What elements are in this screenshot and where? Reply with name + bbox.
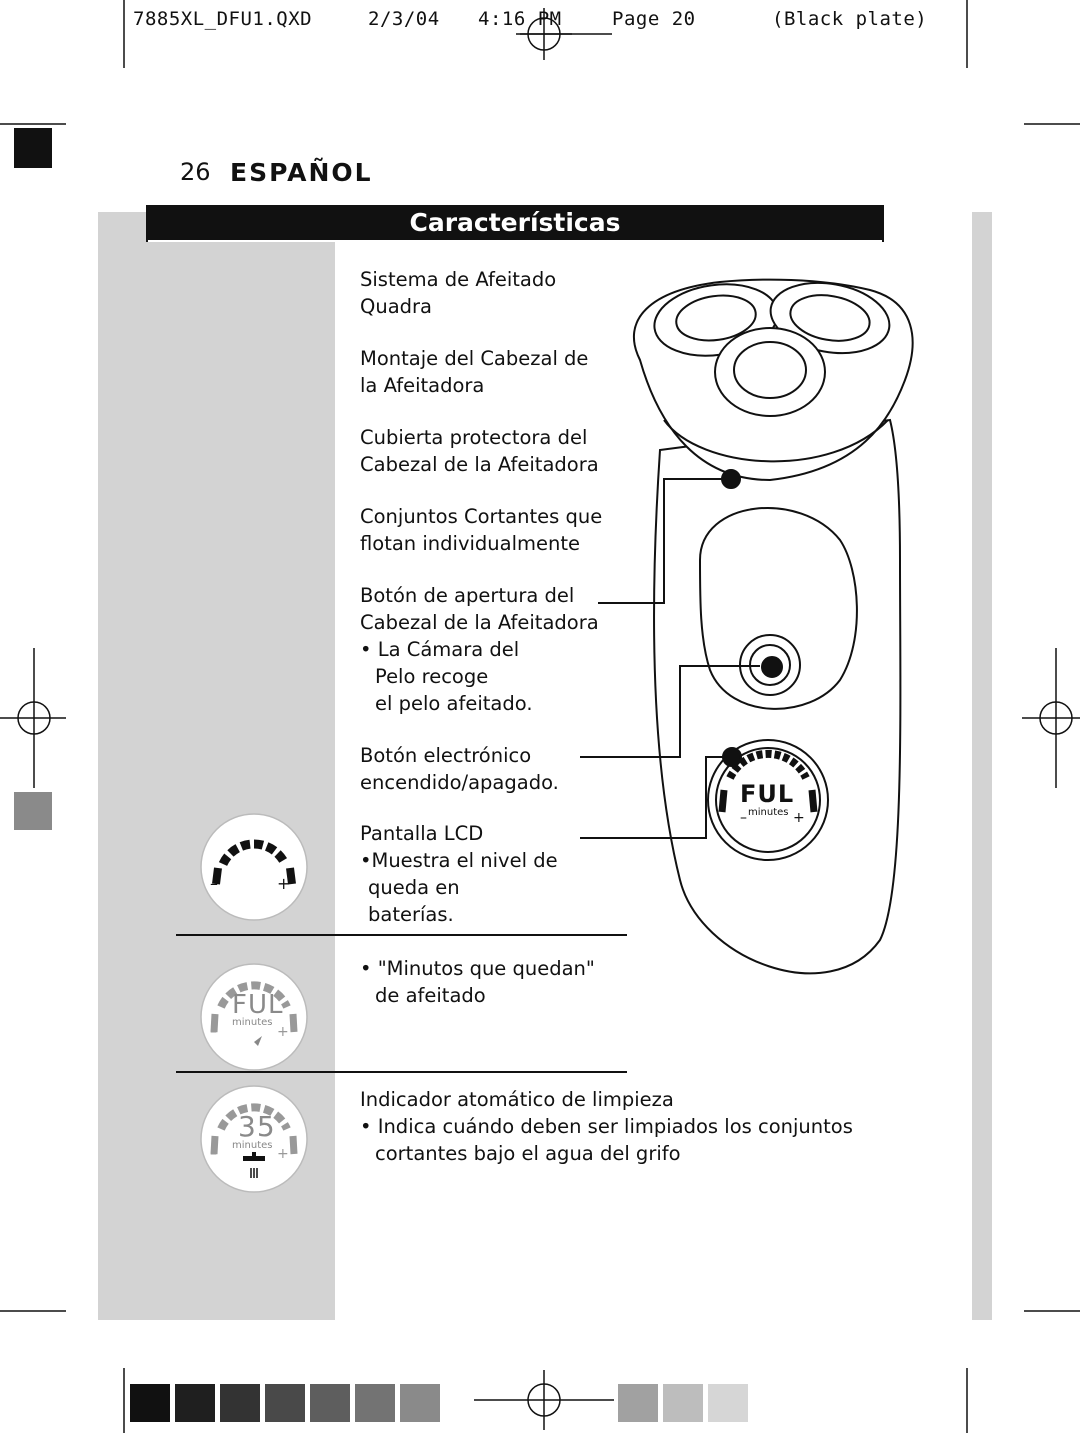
page-number: 26	[180, 158, 211, 186]
feature-line: baterías.	[368, 903, 454, 926]
separator-rule	[176, 1071, 627, 1073]
feature-line: Botón de apertura del	[360, 584, 575, 607]
lcd1-plus: +	[277, 874, 291, 893]
lcd3-readout: 35	[238, 1110, 276, 1143]
color-tile	[663, 1384, 703, 1422]
feature-head-assembly: Montaje del Cabezal de la Afeitadora	[360, 345, 588, 399]
slug-date: 2/3/04	[368, 8, 440, 30]
registration-target-top	[516, 8, 572, 60]
feature-line: Montaje del Cabezal de	[360, 347, 589, 370]
feature-minutes-left: • "Minutos que quedan" de afeitado	[360, 955, 595, 1009]
leader-line	[580, 756, 732, 839]
feature-line: • "Minutos que quedan"	[360, 957, 595, 980]
leader-line	[580, 665, 760, 758]
feature-lcd-display: Pantalla LCD •Muestra el nivel de queda …	[360, 820, 558, 928]
feature-line: el pelo afeitado.	[375, 692, 533, 715]
feature-line: encendido/apagado.	[360, 771, 559, 794]
registration-square-black	[14, 128, 52, 168]
leader-line	[598, 478, 731, 604]
feature-line: • Indica cuándo deben ser limpiados los …	[360, 1115, 853, 1138]
feature-line: Pelo recoge	[375, 665, 489, 688]
section-title: Características	[148, 206, 882, 242]
feature-line: Conjuntos Cortantes que	[360, 505, 603, 528]
color-tile	[310, 1384, 350, 1422]
feature-line: Cabezal de la Afeitadora	[360, 453, 599, 476]
registration-target-right	[1022, 648, 1080, 788]
lcd-cleaning-icon	[200, 1085, 308, 1193]
feature-line: Cabezal de la Afeitadora	[360, 611, 599, 634]
color-tile	[400, 1384, 440, 1422]
registration-target-bottom	[474, 1370, 614, 1430]
feature-cutting-units: Conjuntos Cortantes que flotan individua…	[360, 503, 602, 557]
shaver-lcd-readout: FUL	[740, 780, 795, 808]
registration-square-gray	[14, 792, 52, 830]
lcd3-plus: +	[277, 1146, 289, 1162]
color-tile	[265, 1384, 305, 1422]
feature-line: Botón electrónico	[360, 744, 532, 767]
feature-line: Pantalla LCD	[360, 822, 484, 845]
feature-cleaning-indicator: Indicador atomático de limpieza • Indica…	[360, 1086, 853, 1167]
feature-line: •Muestra el nivel de	[360, 849, 558, 872]
shaver-lcd-minutes: minutes	[748, 807, 789, 818]
feature-line: cortantes bajo el agua del grifo	[375, 1142, 681, 1165]
lcd2-minutes: minutes	[232, 1017, 273, 1028]
feature-line: flotan individualmente	[360, 532, 580, 555]
shaver-lcd-plus: +	[793, 810, 805, 826]
feature-line: queda en	[368, 876, 460, 899]
color-tile	[355, 1384, 395, 1422]
feature-power-button: Botón electrónico encendido/apagado.	[360, 742, 559, 796]
feature-shaving-system: Sistema de Afeitado Quadra	[360, 266, 556, 320]
feature-line: Indicador atomático de limpieza	[360, 1088, 674, 1111]
feature-line: Cubierta protectora del	[360, 426, 588, 449]
color-tile	[130, 1384, 170, 1422]
lcd2-minus: –	[210, 1024, 217, 1040]
slug-plate: (Black plate)	[772, 8, 928, 30]
lcd3-minus: –	[210, 1146, 217, 1162]
color-tile	[708, 1384, 748, 1422]
feature-line: de afeitado	[375, 984, 486, 1007]
color-bar	[130, 1384, 750, 1422]
lcd-full-icon	[200, 963, 308, 1071]
color-tile	[175, 1384, 215, 1422]
separator-rule	[176, 934, 627, 936]
registration-target-left	[0, 648, 66, 788]
feature-release-button: Botón de apertura del Cabezal de la Afei…	[360, 582, 599, 717]
feature-line: Quadra	[360, 295, 433, 318]
slug-file: 7885XL_DFU1.QXD	[133, 8, 313, 30]
feature-line: Sistema de Afeitado	[360, 268, 557, 291]
shaver-lcd-minus: –	[740, 810, 747, 826]
right-gray-strip	[972, 212, 992, 1320]
feature-line: • La Cámara del	[360, 638, 520, 661]
lcd2-readout: FUL	[232, 990, 284, 1020]
feature-protective-cap: Cubierta protectora del Cabezal de la Af…	[360, 424, 599, 478]
lcd2-plus: +	[277, 1024, 289, 1040]
shaver-illustration	[580, 278, 914, 975]
lcd1-minus: –	[210, 874, 218, 893]
color-tile	[618, 1384, 658, 1422]
language-heading: ESPAÑOL	[230, 158, 373, 187]
color-tile	[220, 1384, 260, 1422]
slug-page-label: Page 20	[612, 8, 696, 30]
lcd-battery-icon	[200, 813, 308, 921]
release-button-area	[698, 507, 858, 710]
feature-line: la Afeitadora	[360, 374, 485, 397]
lcd3-minutes: minutes	[232, 1140, 273, 1151]
